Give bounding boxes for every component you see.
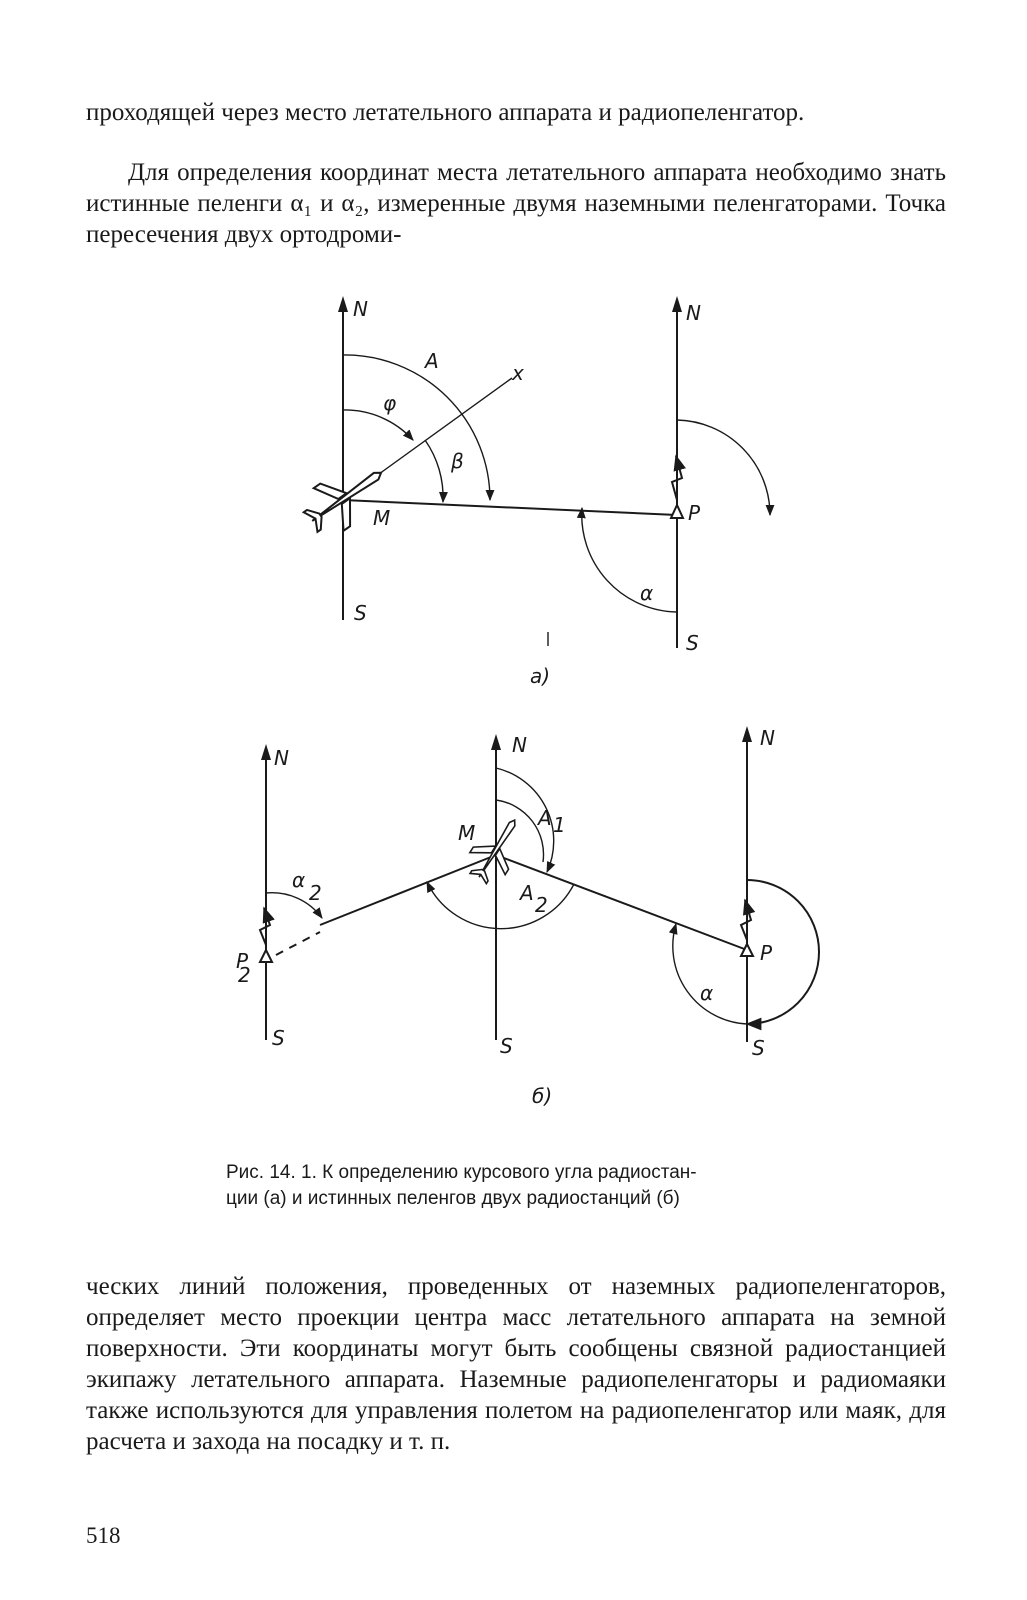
figure-b: N S N S N S A 1 A 2 M α bbox=[236, 726, 820, 1108]
lightning-icon bbox=[258, 906, 275, 946]
label-a1: A bbox=[536, 806, 552, 830]
label-s-left-b: S bbox=[272, 1026, 285, 1050]
label-a2-sub: 2 bbox=[535, 893, 548, 917]
paragraph-2: Для определения координат места летатель… bbox=[86, 157, 946, 250]
lightning-icon bbox=[670, 454, 686, 501]
label-m-b: M bbox=[458, 821, 475, 845]
label-alpha-a: α bbox=[640, 581, 653, 605]
label-alpha2: α bbox=[292, 868, 305, 892]
label-a2: A bbox=[518, 881, 534, 905]
label-n-right-b: N bbox=[760, 726, 775, 750]
label-s-right-b: S bbox=[752, 1036, 765, 1060]
north-arrow-icon bbox=[672, 296, 682, 312]
caption-line-1: Рис. 14. 1. К определению курсового угла… bbox=[226, 1162, 697, 1183]
arc-alpha-a bbox=[576, 506, 678, 613]
north-arrow-icon bbox=[491, 734, 501, 750]
arc-a1 bbox=[495, 767, 556, 874]
figure-caption: Рис. 14. 1. К определению курсового угла… bbox=[226, 1160, 826, 1212]
paragraph-3: ческих линий положения, проведенных от н… bbox=[86, 1271, 946, 1457]
label-x: x bbox=[511, 361, 524, 385]
lightning-icon bbox=[739, 898, 756, 941]
label-s-mid-b: S bbox=[500, 1034, 513, 1058]
label-n-mid-b: N bbox=[512, 733, 527, 757]
label-p-a: P bbox=[688, 501, 701, 525]
arc-right-b bbox=[745, 879, 820, 1031]
station-triangle-icon bbox=[669, 502, 685, 519]
arc-alpha2 bbox=[265, 892, 323, 919]
arc-a1-inner bbox=[495, 799, 545, 863]
arc-alpha-b bbox=[668, 922, 748, 1025]
arc-beta bbox=[424, 439, 448, 504]
label-a: A bbox=[423, 349, 439, 373]
label-alpha2-sub: 2 bbox=[309, 881, 322, 905]
paragraph-2-text: Для определения координат места летатель… bbox=[86, 159, 946, 248]
page-number: 518 bbox=[86, 1523, 121, 1548]
arc-a2 bbox=[426, 880, 575, 930]
label-phi: φ bbox=[383, 391, 396, 415]
label-p2-sub: 2 bbox=[238, 963, 251, 987]
label-s-left-a: S bbox=[354, 601, 367, 625]
paragraph-1: проходящей через место летательного аппа… bbox=[86, 97, 946, 128]
label-m-a: M bbox=[373, 506, 390, 530]
station-triangle-icon bbox=[739, 941, 755, 957]
label-s-right-a: S bbox=[686, 631, 699, 655]
label-p2: P bbox=[236, 949, 249, 973]
aircraft-icon bbox=[301, 471, 383, 534]
station-triangle-icon bbox=[258, 947, 274, 963]
label-n-left-a: N bbox=[353, 297, 368, 321]
line-m-p bbox=[495, 854, 748, 951]
sublabel-b: б) bbox=[532, 1084, 552, 1108]
paragraph-3-text: ческих линий положения, проведенных от н… bbox=[86, 1273, 946, 1455]
arc-right-a bbox=[676, 419, 775, 517]
label-n-right-a: N bbox=[686, 301, 701, 325]
north-arrow-icon bbox=[742, 726, 752, 742]
line-m-p bbox=[342, 499, 678, 516]
figure-a: N S N S x A φ β M P α bbox=[301, 296, 775, 688]
label-a1-sub: 1 bbox=[553, 813, 566, 837]
caption-line-2: ции (а) и истинных пеленгов двух радиост… bbox=[226, 1188, 680, 1209]
north-arrow-icon bbox=[261, 744, 271, 760]
arc-a bbox=[342, 354, 495, 502]
label-beta: β bbox=[450, 449, 464, 473]
arc-phi bbox=[342, 409, 414, 441]
sublabel-a: а) bbox=[530, 664, 550, 688]
label-n-left-b: N bbox=[274, 746, 289, 770]
line-m-p2 bbox=[319, 854, 497, 926]
label-p-b: P bbox=[760, 941, 773, 965]
line-p2-dashed bbox=[275, 931, 321, 956]
north-arrow-icon bbox=[338, 296, 348, 312]
aircraft-icon bbox=[468, 818, 516, 886]
paragraph-1-text: проходящей через место летательного аппа… bbox=[86, 99, 805, 126]
label-alpha-b: α bbox=[700, 981, 713, 1005]
